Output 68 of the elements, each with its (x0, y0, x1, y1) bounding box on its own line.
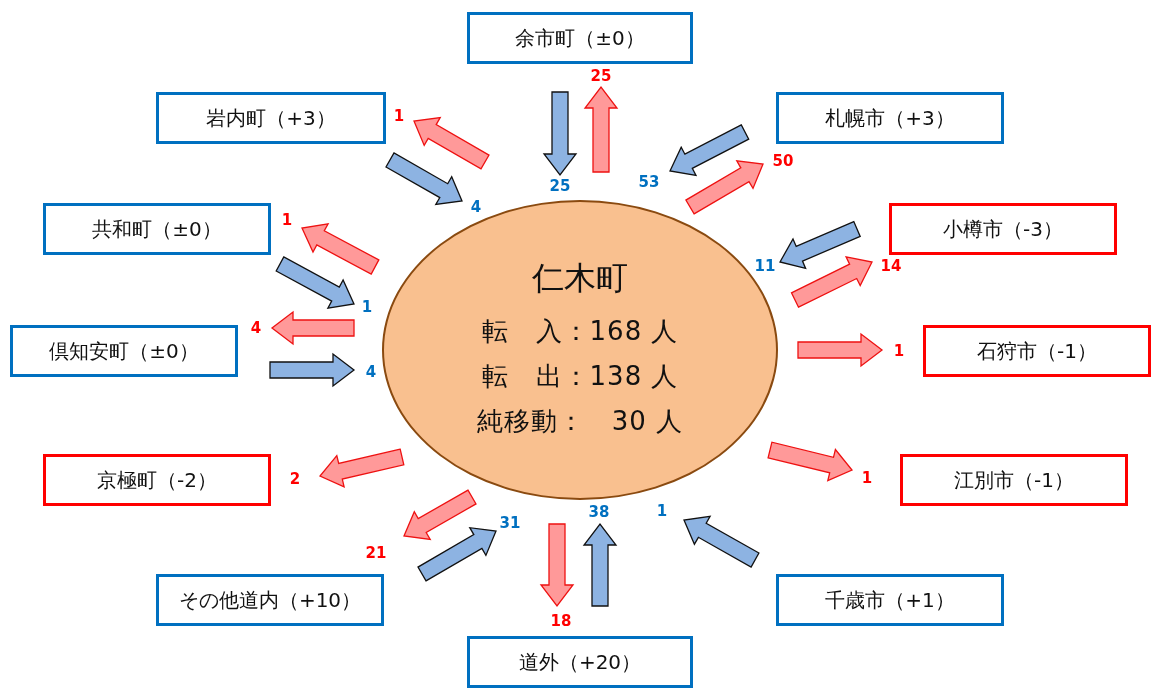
municipality-box (43, 454, 271, 506)
block-arrow (275, 256, 355, 309)
edge-label: 1 (361, 298, 373, 316)
municipality-box (467, 636, 693, 688)
edge-label: 11 (754, 257, 776, 275)
municipality-box (156, 574, 384, 626)
municipality-box (923, 325, 1151, 377)
block-arrow (797, 332, 884, 368)
municipality-name: 道外（+20） (518, 648, 642, 676)
block-arrow (767, 441, 854, 482)
municipality-name: 小樽市（-3） (943, 215, 1063, 243)
edge-label: 2 (289, 470, 301, 488)
block-arrow (270, 310, 355, 346)
edge-label: 25 (590, 67, 612, 85)
municipality-name: 倶知安町（±0） (49, 337, 199, 365)
municipality-name: 京極町（-2） (97, 466, 217, 494)
edge-label: 53 (638, 173, 660, 191)
block-arrow (582, 522, 618, 607)
municipality-name: 余市町（±0） (515, 24, 645, 52)
migration-stat: 転 出：138 人 (481, 359, 679, 393)
block-arrow (318, 448, 405, 488)
edge-label: 4 (365, 363, 377, 381)
municipality-box (10, 325, 238, 377)
municipality-box (467, 12, 693, 64)
block-arrow (583, 85, 619, 173)
municipality-box (776, 574, 1004, 626)
municipality-box (43, 203, 271, 255)
migration-stat: 純移動： 30 人 (476, 404, 684, 438)
municipality-name: 札幌市（+3） (825, 104, 955, 132)
block-arrow (385, 152, 463, 206)
block-arrow (685, 160, 764, 215)
municipality-box (900, 454, 1128, 506)
block-arrow (683, 515, 760, 568)
municipality-box (156, 92, 386, 144)
block-arrow (417, 526, 497, 582)
edge-label: 50 (772, 152, 794, 170)
municipality-box (776, 92, 1004, 144)
block-arrow (403, 489, 477, 541)
town-name: 仁木町 (532, 257, 628, 299)
edge-label: 1 (861, 469, 873, 487)
municipality-name: 共和町（±0） (92, 215, 222, 243)
block-arrow (790, 256, 873, 309)
block-arrow (301, 222, 380, 275)
migration-stat: 転 入：168 人 (481, 314, 679, 348)
edge-label: 1 (893, 342, 905, 360)
block-arrow (542, 91, 578, 177)
edge-label: 31 (499, 514, 521, 532)
municipality-name: 千歳市（+1） (825, 586, 955, 614)
edge-label: 1 (281, 211, 293, 229)
edge-label: 1 (393, 107, 405, 125)
edge-label: 25 (549, 177, 571, 195)
edge-label: 21 (365, 544, 387, 562)
municipality-name: 岩内町（+3） (206, 104, 336, 132)
edge-label: 4 (250, 319, 262, 337)
block-arrow (539, 523, 575, 608)
edge-label: 18 (550, 612, 572, 630)
block-arrow (413, 116, 490, 170)
municipality-name: その他道内（+10） (178, 586, 362, 614)
edge-label: 4 (470, 198, 482, 216)
municipality-box (889, 203, 1117, 255)
edge-label: 14 (880, 257, 902, 275)
municipality-name: 江別市（-1） (954, 466, 1074, 494)
municipality-name: 石狩市（-1） (977, 337, 1097, 365)
edge-label: 1 (656, 502, 668, 520)
block-arrow (269, 352, 356, 388)
block-arrow (669, 124, 750, 177)
block-arrow (779, 220, 862, 270)
edge-label: 38 (588, 503, 610, 521)
